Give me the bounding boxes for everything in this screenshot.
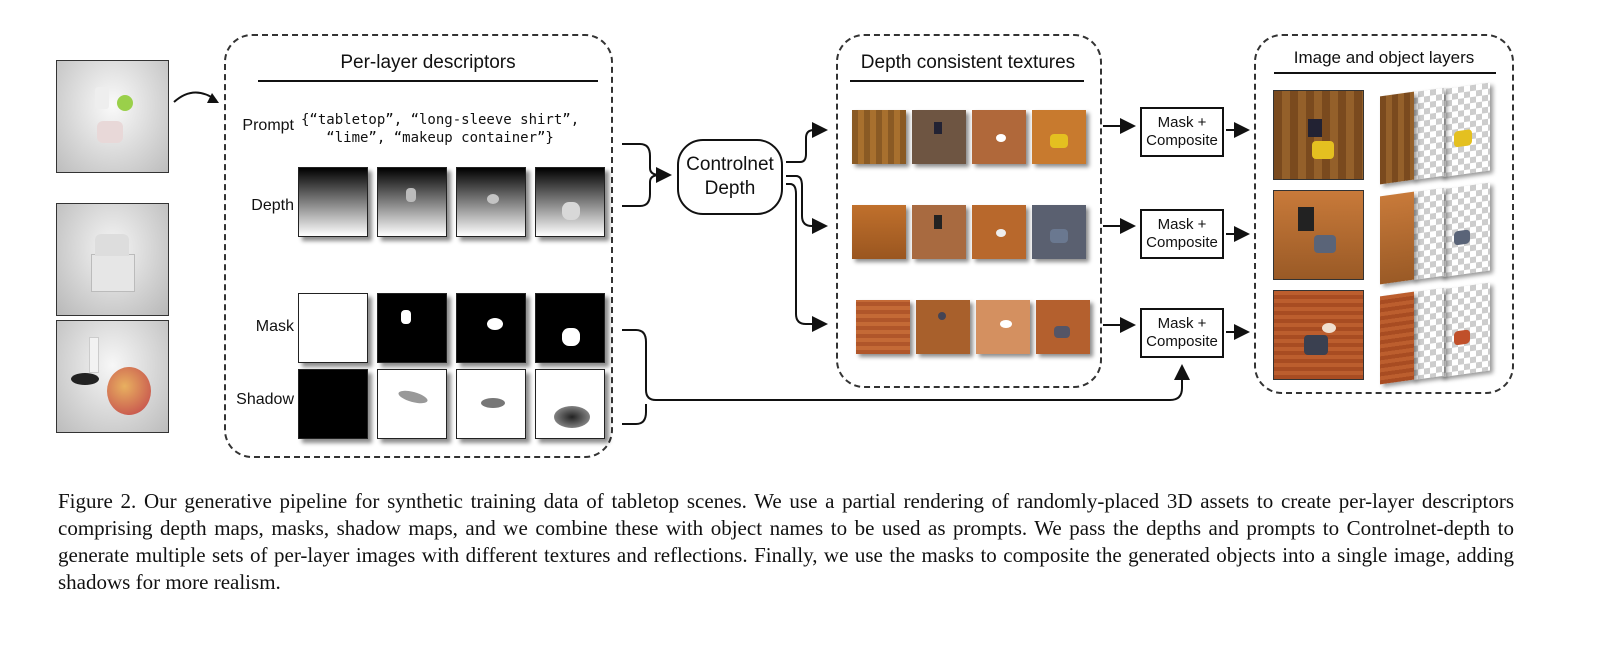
composite-image-1 xyxy=(1273,90,1364,180)
mask-blob xyxy=(487,318,503,330)
texture-object xyxy=(934,122,942,134)
texture-2-2 xyxy=(912,205,966,259)
depth-object xyxy=(406,188,416,202)
texture-object xyxy=(1050,229,1068,243)
composite-object xyxy=(1312,141,1334,159)
figure-caption: Figure 2. Our generative pipeline for sy… xyxy=(58,489,1514,594)
texture-2-1 xyxy=(852,205,906,259)
mask-blob xyxy=(562,328,580,346)
input-render-1 xyxy=(56,60,169,173)
composite-image-2 xyxy=(1273,190,1364,280)
render-object-container xyxy=(97,121,123,143)
texture-object xyxy=(1050,134,1068,148)
composite-object xyxy=(1298,207,1314,231)
mask-composite-box-3: Mask + Composite xyxy=(1140,308,1224,358)
shadow-shape xyxy=(554,406,590,428)
render-object-bottle xyxy=(95,87,109,109)
prompt-label: Prompt xyxy=(242,117,294,134)
per-layer-title-rule xyxy=(258,80,598,82)
texture-2-4 xyxy=(1032,205,1086,259)
depth-map-2 xyxy=(377,167,447,237)
texture-1-2 xyxy=(912,110,966,164)
texture-object xyxy=(1054,326,1070,338)
shadow-map-4 xyxy=(535,369,605,439)
texture-3-2 xyxy=(916,300,970,354)
controlnet-depth-node: Controlnet Depth xyxy=(677,139,783,215)
depth-map-4 xyxy=(535,167,605,237)
depth-object xyxy=(562,202,580,220)
mask-composite-box-1: Mask + Composite xyxy=(1140,107,1224,157)
render-object-mango xyxy=(107,367,151,415)
per-layer-title: Per-layer descriptors xyxy=(340,52,516,73)
textures-title-rule xyxy=(850,80,1084,82)
render-object-bottles xyxy=(95,234,129,256)
pipeline-connectors xyxy=(622,118,1250,425)
per-layer-descriptors-panel xyxy=(224,34,613,458)
composite-object xyxy=(1304,335,1328,355)
texture-object xyxy=(938,312,946,320)
mask-4 xyxy=(535,293,605,363)
image-object-layers-panel xyxy=(1254,34,1514,394)
texture-1-3 xyxy=(972,110,1026,164)
composite-image-3 xyxy=(1273,290,1364,380)
texture-3-4 xyxy=(1036,300,1090,354)
shadow-shape xyxy=(481,398,505,408)
shadow-map-3 xyxy=(456,369,526,439)
texture-2-3 xyxy=(972,205,1026,259)
depth-label: Depth xyxy=(251,197,294,214)
shadow-map-2 xyxy=(377,369,447,439)
textures-title: Depth consistent textures xyxy=(860,52,1076,73)
composite-object xyxy=(1322,323,1336,333)
texture-3-1 xyxy=(856,300,910,354)
layers-title: Image and object layers xyxy=(1293,48,1475,67)
depth-object xyxy=(487,194,499,204)
mask-composite-box-2: Mask + Composite xyxy=(1140,209,1224,259)
shadow-label: Shadow xyxy=(236,391,294,408)
composite-object xyxy=(1308,119,1322,137)
render-object-mask xyxy=(71,373,99,385)
input-render-3 xyxy=(56,320,169,433)
input-render-2 xyxy=(56,203,169,316)
input-arrow xyxy=(173,91,219,103)
prompt-text: {“tabletop”, “long-sleeve shirt”, “lime”… xyxy=(301,112,580,146)
texture-1-1 xyxy=(852,110,906,164)
render-object-lime xyxy=(117,95,133,111)
texture-object xyxy=(934,215,942,229)
mask-blob xyxy=(401,310,411,324)
shadow-map-1 xyxy=(298,369,368,439)
texture-object xyxy=(996,229,1006,237)
render-object-holder xyxy=(91,254,135,292)
layers-title-rule xyxy=(1274,72,1496,74)
mask-label: Mask xyxy=(255,318,294,335)
texture-3-3 xyxy=(976,300,1030,354)
render-object-card xyxy=(89,337,99,373)
texture-1-4 xyxy=(1032,110,1086,164)
mask-2 xyxy=(377,293,447,363)
depth-textures-panel xyxy=(836,34,1102,388)
composite-object xyxy=(1314,235,1336,253)
mask-1 xyxy=(298,293,368,363)
texture-object xyxy=(1000,320,1012,328)
depth-map-1 xyxy=(298,167,368,237)
texture-object xyxy=(996,134,1006,142)
depth-map-3 xyxy=(456,167,526,237)
mask-3 xyxy=(456,293,526,363)
